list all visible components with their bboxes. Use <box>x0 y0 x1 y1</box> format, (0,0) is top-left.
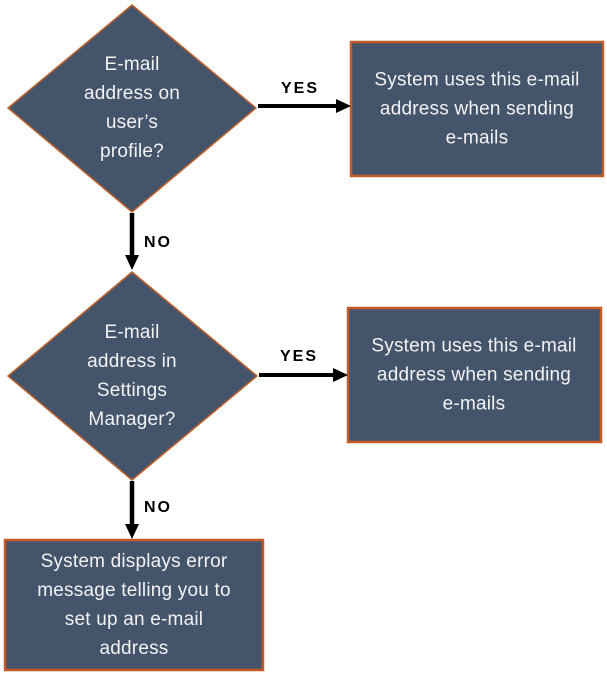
arrow-settings-yes-head <box>333 368 348 382</box>
edge-label-profile-no: NO <box>144 234 172 251</box>
result-error-label: System displays error message telling yo… <box>37 551 231 659</box>
edge-label-settings-yes: YES <box>279 348 319 365</box>
decision-settings-diamond <box>6 271 259 481</box>
result-settings-label: System uses this e-mail address when sen… <box>371 335 577 415</box>
decision-profile-label: E-mail address on user’s profile? <box>83 54 180 162</box>
arrow-profile-no-head <box>125 255 139 270</box>
decision-settings-label: E-mail address in Settings Manager? <box>87 322 177 430</box>
arrow-settings-no-head <box>125 524 139 539</box>
edge-label-settings-no: NO <box>144 499 172 516</box>
decision-profile-diamond <box>6 4 258 213</box>
edge-label-profile-yes: YES <box>280 80 320 97</box>
result-profile-box <box>349 40 605 178</box>
arrow-profile-yes-head <box>336 99 351 113</box>
result-settings-box <box>346 306 603 444</box>
result-profile-label: System uses this e-mail address when sen… <box>374 69 580 149</box>
result-error-box <box>3 538 265 672</box>
